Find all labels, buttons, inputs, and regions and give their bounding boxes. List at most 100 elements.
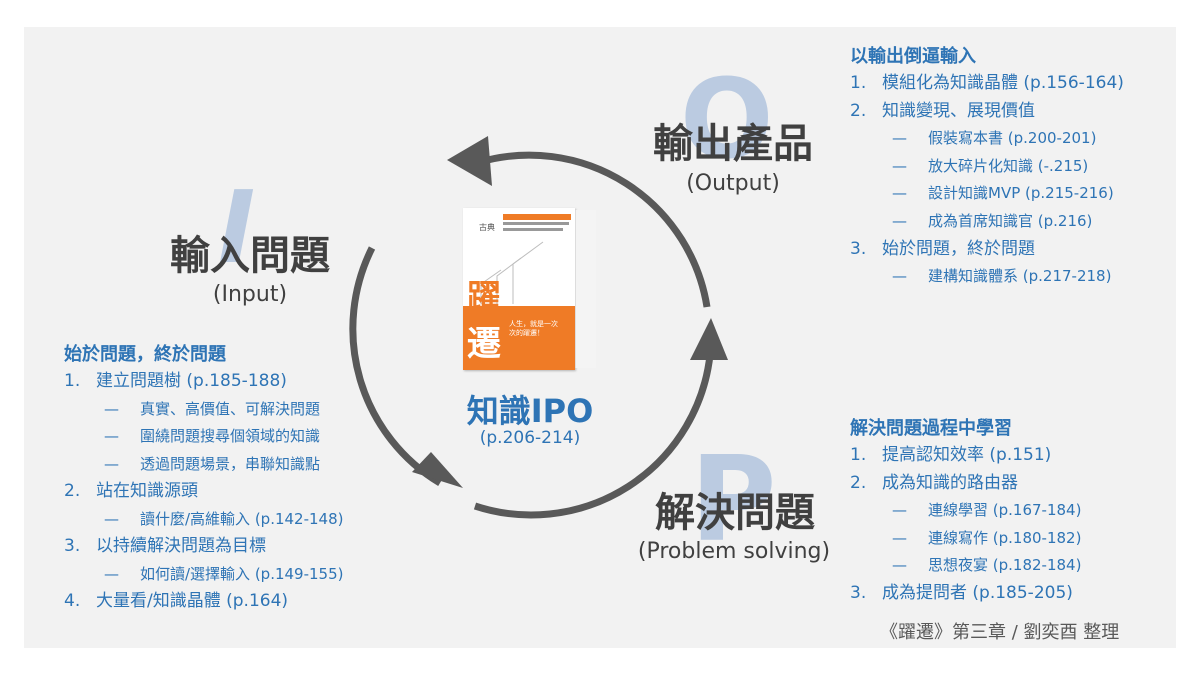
list-item: 3. 始於問題，終於問題 (850, 236, 1124, 264)
list-subitem-text: 放大碎片化知識 (-.215) (928, 156, 1089, 175)
list-subitem: — 設計知識MVP (p.215-216) (850, 180, 1124, 208)
list-subitem-text: 真實、高價值、可解決問題 (140, 399, 321, 418)
list-item: 1. 建立問題樹 (p.185-188) (64, 368, 344, 396)
process-stage-subtitle: (Problem solving) (637, 539, 831, 564)
list-subitem-text: 建構知識體系 (p.217-218) (928, 267, 1112, 286)
dash-bullet: — (892, 184, 907, 203)
list-item: 2. 知識變現、展現價值 (850, 98, 1124, 126)
center-pages: (p.206-214) (479, 428, 581, 448)
list-item-text: 成為知識的路由器 (882, 472, 1018, 493)
input-letter-watermark: I (218, 169, 256, 286)
list-item-text: 始於問題，終於問題 (882, 238, 1035, 259)
output-block-list: 1. 模組化為知識晶體 (p.156-164) 2. 知識變現、展現價值 — 假裝寫本書 … (850, 70, 1124, 291)
list-subitem: — 真實、高價值、可解決問題 (64, 396, 344, 424)
list-subitem-text: 連線寫作 (p.180-182) (928, 528, 1082, 547)
list-subitem: — 成為首席知識官 (p.216) (850, 208, 1124, 236)
list-item: 3. 成為提問者 (p.185-205) (850, 580, 1081, 608)
list-item-text: 建立問題樹 (p.185-188) (96, 371, 287, 391)
arrow-input-to-process (349, 246, 442, 486)
arrowhead-output (690, 318, 728, 360)
list-subitem-text: 成為首席知識官 (p.216) (928, 211, 1093, 230)
input-stage-subtitle: (Input) (212, 282, 288, 307)
list-subitem-text: 設計知識MVP (p.215-216) (928, 184, 1114, 203)
book-blurb-line (503, 228, 563, 231)
list-subitem-text: 透過問題場景，串聯知識點 (140, 454, 321, 473)
book-author: 古典 (479, 223, 495, 232)
list-item: 3. 以持續解決問題為目標 (64, 533, 344, 561)
list-item-number: 2. (850, 100, 867, 121)
footer-credit: 《躍遷》第三章 / 劉奕酉 整理 (880, 622, 1120, 643)
list-subitem: — 圍繞問題搜尋個領域的知識 (64, 423, 344, 451)
list-item-number: 3. (850, 238, 867, 259)
list-item-number: 1. (850, 73, 867, 93)
list-item-number: 1. (64, 371, 81, 391)
list-subitem-text: 連線學習 (p.167-184) (928, 501, 1082, 519)
list-subitem: — 假裝寫本書 (p.200-201) (850, 125, 1124, 153)
list-item-text: 成為提問者 (p.185-205) (882, 582, 1073, 603)
output-letter-watermark: O (680, 55, 774, 183)
list-item: 2. 成為知識的路由器 (850, 470, 1081, 498)
process-stage-title: 解決問題 (655, 490, 815, 536)
list-subitem-text: 思想夜宴 (p.182-184) (928, 556, 1082, 574)
output-stage-title: 輸出產品 (653, 121, 813, 167)
output-stage-subtitle: (Output) (686, 171, 780, 196)
input-block-list: 1. 建立問題樹 (p.185-188) — 真實、高價值、可解決問題 — 圍繞問題搜尋個… (64, 368, 344, 616)
list-subitem: —放大碎片化知識 (-.215) (850, 153, 1124, 181)
dash-bullet: — (892, 556, 907, 574)
list-subitem: — 讀什麼/高維輸入 (p.142-148) (64, 506, 344, 534)
input-block-title: 始於問題，終於問題 (64, 344, 226, 365)
list-subitem: — 透過問題場景，串聯知識點 (64, 451, 344, 479)
process-letter-watermark: P (690, 430, 777, 568)
book-front: 古典 躍 遷 人生，就是一次次的躍遷！ (463, 208, 575, 370)
book-spine (575, 210, 596, 368)
dash-bullet: — (892, 211, 907, 230)
list-item-text: 知識變現、展現價值 (882, 100, 1035, 121)
diagram-canvas (24, 27, 1176, 648)
dash-bullet: — (104, 399, 119, 418)
list-item: 1. 模組化為知識晶體 (p.156-164) (850, 70, 1124, 98)
arrow-output-to-input (479, 151, 711, 308)
book-blurb-line (503, 222, 569, 225)
list-item-number: 3. (64, 536, 81, 556)
list-subitem-text: 圍繞問題搜尋個領域的知識 (140, 427, 321, 445)
arrow-process-to-output (473, 354, 714, 519)
list-subitem: — 連線寫作 (p.180-182) (850, 525, 1081, 553)
list-item-text: 模組化為知識晶體 (p.156-164) (882, 73, 1124, 93)
process-block-title: 解決問題過程中學習 (850, 418, 1012, 439)
arrowhead-input (447, 136, 492, 186)
dash-bullet: — (892, 267, 907, 286)
list-item: 1.提高認知效率 (p.151) (850, 442, 1081, 470)
input-stage-title: 輸入問題 (170, 233, 330, 279)
dash-bullet: — (104, 564, 119, 583)
dash-bullet: — (892, 501, 907, 519)
output-block-title: 以輸出倒逼輸入 (850, 46, 976, 67)
list-item-text: 提高認知效率 (p.151) (882, 445, 1052, 465)
dash-bullet: — (104, 454, 119, 473)
book-rising-lines-graphic (480, 241, 544, 304)
book-tagline: 人生，就是一次次的躍遷！ (509, 320, 558, 338)
list-subitem: — 思想夜宴 (p.182-184) (850, 552, 1081, 580)
list-item-text: 站在知識源頭 (96, 481, 198, 501)
list-subitem: —如何讀/選擇輸入 (p.149-155) (64, 561, 344, 589)
book-top-stripe (503, 214, 571, 220)
dash-bullet: — (892, 129, 907, 148)
dash-bullet: — (104, 509, 119, 528)
process-block-list: 1.提高認知效率 (p.151)2. 成為知識的路由器 — 連線學習 (p.167-1… (850, 442, 1081, 607)
dash-bullet: — (892, 528, 907, 547)
list-item-number: 2. (850, 472, 867, 493)
list-item: 2.站在知識源頭 (64, 478, 344, 506)
list-subitem-text: 假裝寫本書 (p.200-201) (928, 129, 1097, 148)
book-title-char-2: 遷 (467, 324, 501, 364)
book-orange-band (463, 306, 575, 370)
book-cover-image: 古典 躍 遷 人生，就是一次次的躍遷！ (463, 208, 596, 370)
list-item-text: 大量看/知識晶體 (p.164) (96, 591, 289, 611)
list-subitem: — 連線學習 (p.167-184) (850, 497, 1081, 525)
list-item: 4.大量看/知識晶體 (p.164) (64, 588, 344, 616)
center-title: 知識IPO (466, 392, 594, 430)
list-item-text: 以持續解決問題為目標 (96, 536, 266, 556)
list-subitem-text: 讀什麼/高維輸入 (p.142-148) (140, 509, 344, 528)
list-item-number: 3. (850, 582, 867, 603)
arrowhead-process (412, 452, 463, 488)
dash-bullet: — (104, 427, 119, 445)
